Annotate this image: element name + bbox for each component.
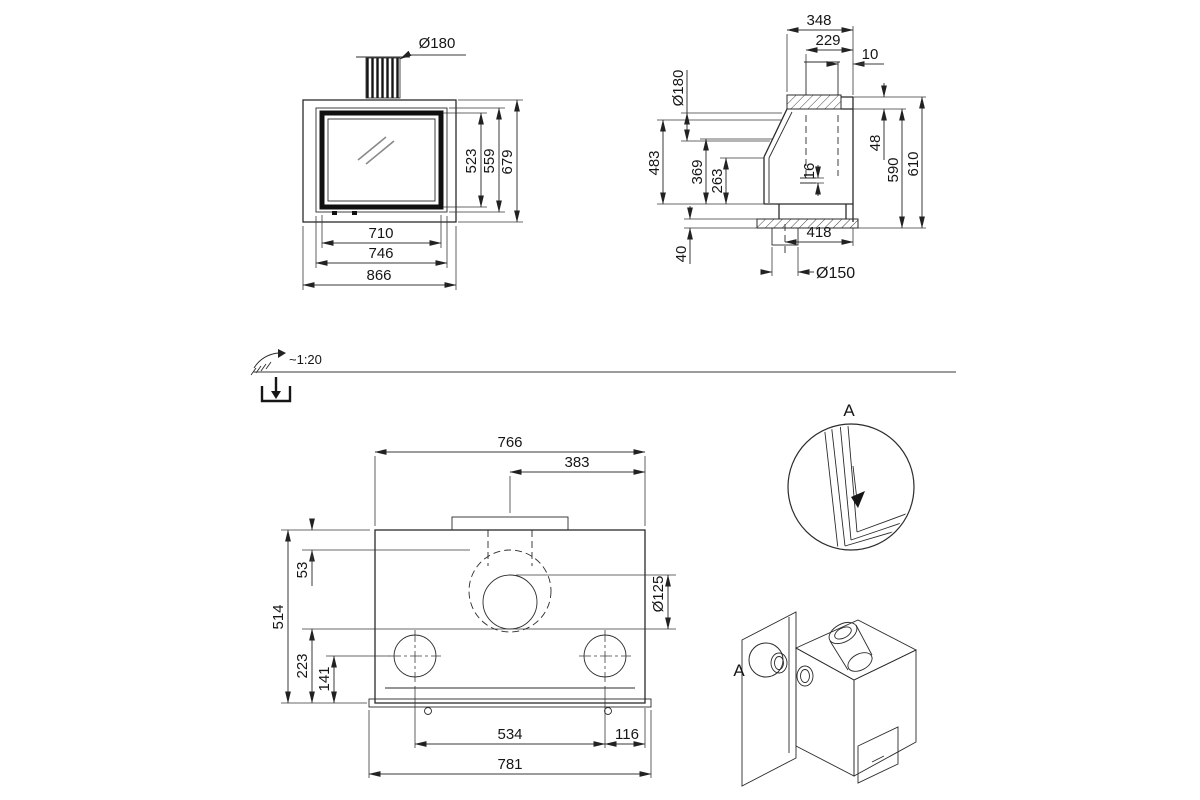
dim-label-front-rail-width: 781 bbox=[497, 756, 522, 773]
dim-label-door-height: 559 bbox=[481, 148, 498, 173]
dim-label-outlet-center: 141 bbox=[316, 666, 333, 691]
front-view: Ø180 523 559 679 710 746 866 bbox=[302, 35, 523, 290]
air-inlet-stub bbox=[771, 227, 799, 246]
top-view: 766 383 53 514 223 141 Ø125 534 116 781 bbox=[270, 434, 676, 778]
side-view: 348 229 10 Ø180 483 369 263 16 48 590 61… bbox=[646, 12, 926, 282]
hidden-lines-side bbox=[784, 115, 839, 253]
flue-adapter-plate-top bbox=[451, 516, 569, 531]
dim-label-opening-height: 369 bbox=[689, 159, 706, 184]
detail-seal-wedge bbox=[851, 491, 865, 508]
iso-spigot-right-bore bbox=[800, 669, 810, 683]
iso-detail-marker-label: A bbox=[733, 661, 745, 680]
dim-label-total-depth: 514 bbox=[270, 604, 287, 629]
glass-reflection bbox=[357, 136, 395, 165]
hinge-pin-left bbox=[424, 707, 432, 715]
dim-label-glass-height: 523 bbox=[463, 148, 480, 173]
dim-label-total-width: 866 bbox=[366, 267, 391, 284]
iso-spigot-left-bore bbox=[774, 656, 784, 670]
glass-pane-front bbox=[327, 118, 436, 202]
dim-label-base-height: 40 bbox=[673, 246, 690, 263]
dim-label-air-inlet: Ø150 bbox=[816, 265, 855, 282]
extension-lines-front bbox=[302, 99, 523, 290]
isometric-view: A bbox=[733, 611, 918, 787]
iso-detail-marker-circle bbox=[748, 642, 784, 678]
dim-label-body-height: 590 bbox=[885, 157, 902, 182]
outlet-center-marks bbox=[389, 630, 631, 682]
iso-spigot-right bbox=[796, 665, 814, 687]
flue-circle-hidden bbox=[468, 549, 552, 633]
dim-label-front-height: 483 bbox=[646, 150, 663, 175]
dim-label-door-width: 746 bbox=[368, 245, 393, 262]
flue-pipe-front bbox=[365, 57, 401, 99]
dim-label-lower-height: 263 bbox=[709, 168, 726, 193]
iso-drawer-handle bbox=[871, 755, 885, 763]
dim-label-baffle-thickness: 16 bbox=[801, 163, 818, 180]
hinge-pin-right bbox=[604, 707, 612, 715]
dim-label-top-step: 48 bbox=[867, 135, 884, 152]
dim-label-glass-width: 710 bbox=[368, 225, 393, 242]
iso-flue-elbow-base bbox=[847, 652, 873, 672]
iso-mounting-plate bbox=[741, 611, 797, 787]
dim-label-outlet-zone: 223 bbox=[294, 653, 311, 678]
dim-label-top-depth: 348 bbox=[806, 12, 831, 29]
detail-view-a: A bbox=[787, 401, 915, 551]
iso-front-face bbox=[795, 647, 855, 777]
install-arrow-head bbox=[271, 391, 281, 399]
dim-label-flue-diameter-side: Ø180 bbox=[670, 70, 687, 107]
extension-lines-top bbox=[281, 456, 676, 778]
door-latch-left bbox=[332, 211, 337, 215]
iso-flue-elbow-body bbox=[829, 624, 873, 671]
iso-spigot-left bbox=[770, 652, 788, 674]
iso-drawer-box bbox=[857, 726, 899, 784]
dim-label-flue-offset: 229 bbox=[815, 32, 840, 49]
detail-profile-lines bbox=[823, 426, 912, 548]
dim-label-outlet-spacing: 534 bbox=[497, 726, 522, 743]
scale-bar: ~1:20 bbox=[250, 349, 956, 403]
detail-frame-section bbox=[823, 426, 912, 548]
dim-label-flue-front: 53 bbox=[294, 562, 311, 579]
detail-view-circle bbox=[787, 423, 915, 551]
baffle-plate-side bbox=[800, 177, 816, 184]
scale-icon-arrow bbox=[278, 349, 286, 358]
body-outline-front bbox=[302, 99, 457, 223]
dim-label-flue-front: Ø180 bbox=[419, 35, 456, 52]
door-latch-right bbox=[352, 211, 357, 215]
dim-label-outlet-diameter: Ø125 bbox=[650, 576, 667, 613]
door-frame-front bbox=[315, 107, 448, 213]
flue-and-door-lines-side bbox=[768, 61, 840, 203]
install-direction-icon bbox=[260, 386, 292, 403]
dim-label-rear-gap: 10 bbox=[862, 46, 879, 63]
dim-label-total-height-side: 610 bbox=[905, 151, 922, 176]
front-rail-top bbox=[368, 698, 652, 708]
flue-leader-line bbox=[399, 50, 466, 60]
body-outline-side bbox=[763, 96, 854, 222]
scale-note-label: ~1:20 bbox=[289, 352, 322, 367]
dim-label-outlet-edge: 116 bbox=[615, 726, 639, 743]
flue-collar-plate bbox=[786, 94, 842, 110]
dim-label-total-height: 679 bbox=[499, 149, 516, 174]
dim-label-base-depth: 418 bbox=[806, 224, 831, 241]
base-plate-side bbox=[756, 218, 859, 229]
dim-label-flue-offset-top: 383 bbox=[564, 454, 589, 471]
glass-frame-front bbox=[319, 110, 444, 210]
detail-view-label: A bbox=[843, 401, 855, 420]
flue-channel-hidden-lines bbox=[487, 530, 533, 566]
dim-label-body-width-top: 766 bbox=[497, 434, 522, 451]
iso-flue-elbow-bore bbox=[834, 626, 852, 640]
